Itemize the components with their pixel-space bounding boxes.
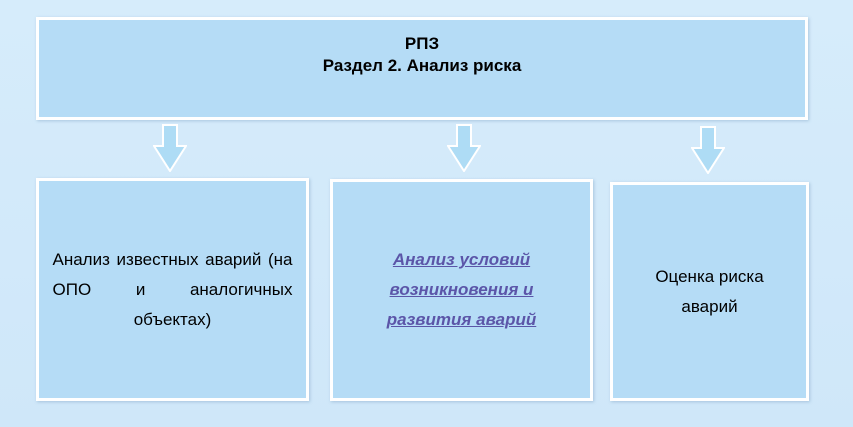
accident-conditions-link[interactable]: Анализ условий возникновения и развития … bbox=[386, 250, 537, 329]
header-box: РПЗ Раздел 2. Анализ риска bbox=[36, 17, 808, 120]
down-arrow-icon bbox=[447, 124, 481, 172]
header-subtitle: Раздел 2. Анализ риска bbox=[322, 56, 522, 75]
risk-assessment-text: Оценка риска аварий bbox=[655, 266, 764, 316]
down-arrow-icon bbox=[691, 126, 725, 174]
risk-assessment-box: Оценка риска аварий bbox=[610, 182, 809, 401]
known-accidents-box: Анализ известных аварий (на ОПО и аналог… bbox=[36, 178, 309, 401]
accident-conditions-box[interactable]: Анализ условий возникновения и развития … bbox=[330, 179, 593, 401]
header-title: РПЗ bbox=[404, 34, 440, 53]
known-accidents-text: Анализ известных аварий (на ОПО и аналог… bbox=[52, 249, 293, 329]
down-arrow-icon bbox=[153, 124, 187, 172]
